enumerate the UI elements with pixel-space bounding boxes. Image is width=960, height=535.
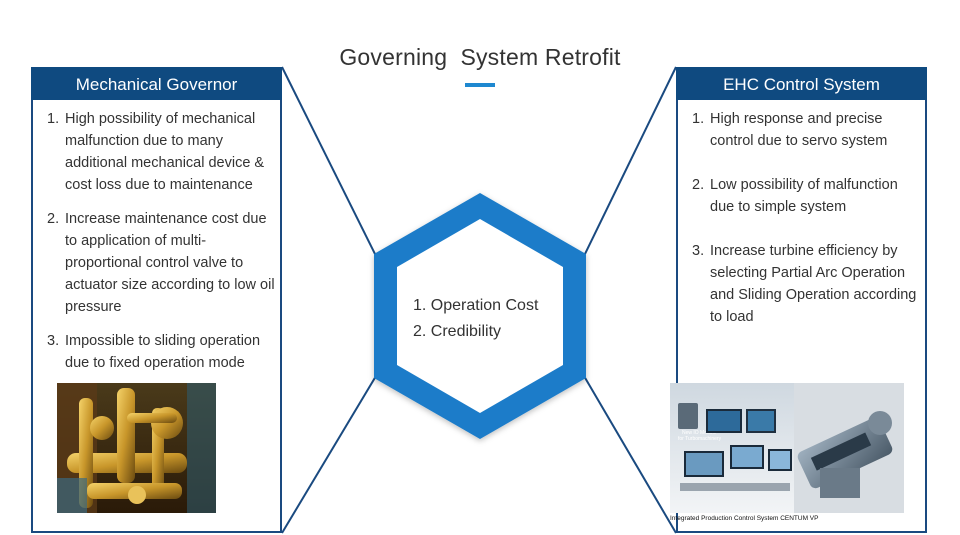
- list-item: 2. Low possibility of malfunction due to…: [692, 177, 898, 215]
- connector-right-bottom: [583, 375, 677, 534]
- list-item: 2. Increase maintenance cost due to appl…: [47, 211, 275, 315]
- title-underline: [465, 83, 495, 87]
- hexagon-inner: [397, 219, 563, 413]
- connector-right-top: [583, 66, 677, 257]
- mechanical-governor-photo: [57, 383, 216, 513]
- mechanical-governor-panel: Mechanical Governor 1. High possibility …: [31, 67, 282, 533]
- list-item: 3. Impossible to sliding operation due t…: [47, 333, 261, 371]
- ehc-image-caption: Integrated Production Control System CEN…: [670, 515, 819, 522]
- ehc-control-system-panel: EHC Control System 1. High response and …: [670, 67, 927, 533]
- connector-left-bottom: [281, 375, 377, 534]
- panel-header-mechanical-governor: Mechanical Governor: [31, 67, 282, 100]
- page-title: Governing System Retrofit: [339, 44, 621, 70]
- mechanical-governor-list: 1. High possibility of mechanical malfun…: [47, 108, 279, 374]
- center-item-credibility: 2. Credibility: [413, 323, 502, 340]
- ehc-control-system-list: 1. High response and precise control due…: [692, 108, 924, 328]
- image-label-module2: for Turbomachinery: [678, 436, 722, 442]
- ehc-system-image: New IO Module for Turbomachinery: [670, 383, 904, 513]
- list-item: 1. High possibility of mechanical malfun…: [47, 111, 265, 193]
- list-item: 1. High response and precise control due…: [692, 111, 888, 149]
- list-item: 3. Increase turbine efficiency by select…: [692, 243, 917, 325]
- center-item-operation-cost: 1. Operation Cost: [413, 297, 539, 314]
- hexagon-content: 1. Operation Cost 2. Credibility: [413, 293, 538, 345]
- connector-left-top: [281, 66, 377, 257]
- image-label-module: New IO Module: [682, 430, 717, 436]
- panel-header-ehc-control-system: EHC Control System: [676, 67, 927, 100]
